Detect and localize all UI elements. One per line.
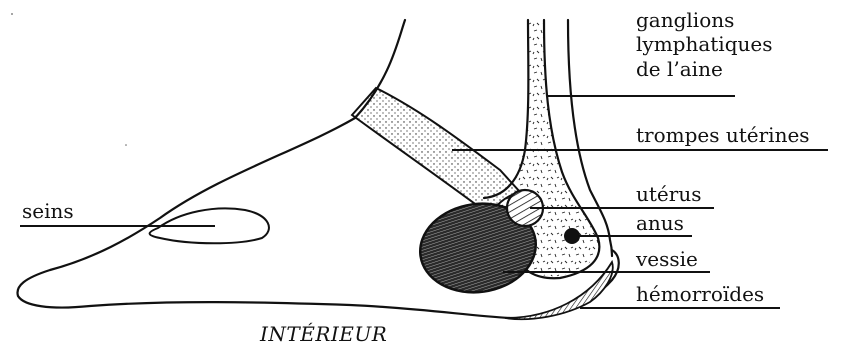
label-seins: seins <box>22 199 74 223</box>
label-interieur: INTÉRIEUR <box>260 322 387 346</box>
label-ganglions-line-2: lymphatiques <box>636 32 772 56</box>
stray-marks <box>11 13 127 146</box>
label-anus: anus <box>636 211 684 235</box>
label-uterus: utérus <box>636 182 701 206</box>
label-ganglions-line-3: de l’aine <box>636 57 772 81</box>
label-trompes: trompes utérines <box>636 123 810 147</box>
label-ganglions: ganglions lymphatiques de l’aine <box>636 8 772 81</box>
label-hemorroides: hémorroïdes <box>636 282 764 306</box>
label-ganglions-line-1: ganglions <box>636 8 772 32</box>
label-vessie: vessie <box>636 247 698 271</box>
